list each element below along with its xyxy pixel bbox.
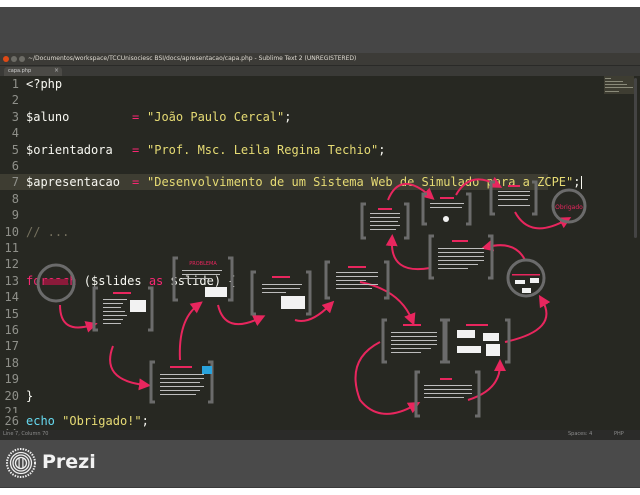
operator: = xyxy=(132,175,140,190)
code-text: } xyxy=(26,388,34,403)
operator: = xyxy=(132,142,140,157)
line-number: 5 xyxy=(11,142,19,157)
tab-close-icon[interactable]: × xyxy=(53,67,59,74)
semicolon: ; xyxy=(284,109,292,124)
minimap[interactable] xyxy=(602,76,640,430)
semicolon: ; xyxy=(378,142,386,157)
string-literal: "João Paulo Cercal" xyxy=(147,109,285,124)
semicolon: ; xyxy=(141,414,149,428)
code-line: 2 xyxy=(0,92,602,108)
browser-top-area xyxy=(0,7,640,53)
line-number: 17 xyxy=(4,339,19,354)
window-titlebar: ~/Documentos/workspace/TCCUnisociesc BSI… xyxy=(0,53,640,66)
line-number: 18 xyxy=(4,355,19,370)
vertical-scrollbar[interactable] xyxy=(634,78,637,238)
string-literal: "Desenvolvimento de um Sistema Web de Si… xyxy=(147,175,574,190)
line-number: 16 xyxy=(4,323,19,337)
code-line: 6 xyxy=(0,158,602,174)
prezi-footer: Prezi xyxy=(0,440,640,488)
code-line: 8 xyxy=(0,191,602,207)
line-number: 8 xyxy=(11,191,19,206)
line-number: 20 xyxy=(4,388,19,403)
operator: = xyxy=(132,109,140,124)
window-close-button[interactable] xyxy=(3,56,9,62)
prezi-logo-icon[interactable] xyxy=(6,448,36,478)
minimap-viewport[interactable] xyxy=(604,76,634,94)
line-number: 13 xyxy=(4,273,19,288)
code-text: foreach ($slides as $slide) { xyxy=(26,273,236,289)
string-literal: "Obrigado!" xyxy=(62,414,142,428)
indentation-setting[interactable]: Spaces: 4 xyxy=(568,431,593,437)
code-line: 3 $aluno = "João Paulo Cercal"; xyxy=(0,109,602,125)
code-line: 15 xyxy=(0,306,602,322)
code-text: echo "Obrigado!"; xyxy=(26,413,149,429)
prezi-brand-name[interactable]: Prezi xyxy=(42,451,96,473)
comment: // ... xyxy=(26,224,70,239)
expression: $slide) { xyxy=(163,273,236,288)
line-number: 14 xyxy=(4,290,19,305)
code-line: 26 echo "Obrigado!"; xyxy=(0,413,602,429)
line-number: 10 xyxy=(4,224,19,239)
code-line: 13 foreach ($slides as $slide) { xyxy=(0,273,602,289)
tab-label: capa.php xyxy=(8,68,32,74)
code-line: 14 xyxy=(0,289,602,305)
line-number: 26 xyxy=(4,414,19,428)
code-text: $aluno = "João Paulo Cercal"; xyxy=(26,109,292,125)
keyword: foreach xyxy=(26,273,77,288)
variable: $aluno xyxy=(26,109,70,124)
code-line: 19 xyxy=(0,371,602,387)
code-text: $apresentacao = "Desenvolvimento de um Sis… xyxy=(26,174,582,190)
variable: $apresentacao xyxy=(26,175,120,190)
line-number: 4 xyxy=(11,126,19,141)
code-line: 17 xyxy=(0,338,602,354)
line-number: 3 xyxy=(11,109,19,124)
line-number: 7 xyxy=(11,175,19,190)
line-number: 19 xyxy=(4,372,19,387)
code-line: 11 xyxy=(0,240,602,256)
code-text: <?php xyxy=(26,77,63,91)
line-number: 9 xyxy=(11,208,19,223)
expression: ($slides xyxy=(76,273,149,288)
line-number: 12 xyxy=(4,257,19,272)
status-bar: Line 7, Column 70 Spaces: 4 PHP xyxy=(0,430,640,440)
code-editor[interactable]: 1<?php 2 3$aluno="João Paulo Cercal"; 4 … xyxy=(0,76,602,485)
code-line: 20} xyxy=(0,388,602,404)
code-line: 4 xyxy=(0,125,602,141)
code-line: 1 <?php xyxy=(0,76,602,92)
line-number: 1 xyxy=(11,77,19,91)
keyword: as xyxy=(148,273,164,288)
code-line: 16 xyxy=(0,322,602,338)
line-number: 15 xyxy=(4,306,19,321)
code-line: 5 $orientadora = "Prof. Msc. Leila Regina T… xyxy=(0,142,602,158)
code-line: 12 xyxy=(0,256,602,272)
code-line: 10 // ... xyxy=(0,224,602,240)
keyword: echo xyxy=(26,414,55,428)
code-line: 9 xyxy=(0,207,602,223)
variable: $orientadora xyxy=(26,142,113,157)
code-line: 18 xyxy=(0,355,602,371)
semicolon: ; xyxy=(573,175,581,190)
syntax-selector[interactable]: PHP xyxy=(614,431,624,437)
tab-bar: capa.php × xyxy=(0,66,640,76)
window-minimize-button[interactable] xyxy=(11,56,17,62)
line-number: 6 xyxy=(11,159,19,173)
tab-capa-php[interactable]: capa.php × xyxy=(4,67,62,76)
text-cursor xyxy=(580,176,582,190)
code-line-active: 7 $apresentacao = "Desenvolvimento de um Si… xyxy=(0,174,582,191)
string-literal: "Prof. Msc. Leila Regina Techio" xyxy=(147,142,379,157)
code-text: $orientadora = "Prof. Msc. Leila Regina Te… xyxy=(26,142,385,158)
line-number: 11 xyxy=(4,241,19,255)
window-title: ~/Documentos/workspace/TCCUnisociesc BSI… xyxy=(28,55,357,62)
cursor-position: Line 7, Column 70 xyxy=(3,431,49,437)
line-number: 2 xyxy=(11,93,19,108)
window-maximize-button[interactable] xyxy=(19,56,25,62)
